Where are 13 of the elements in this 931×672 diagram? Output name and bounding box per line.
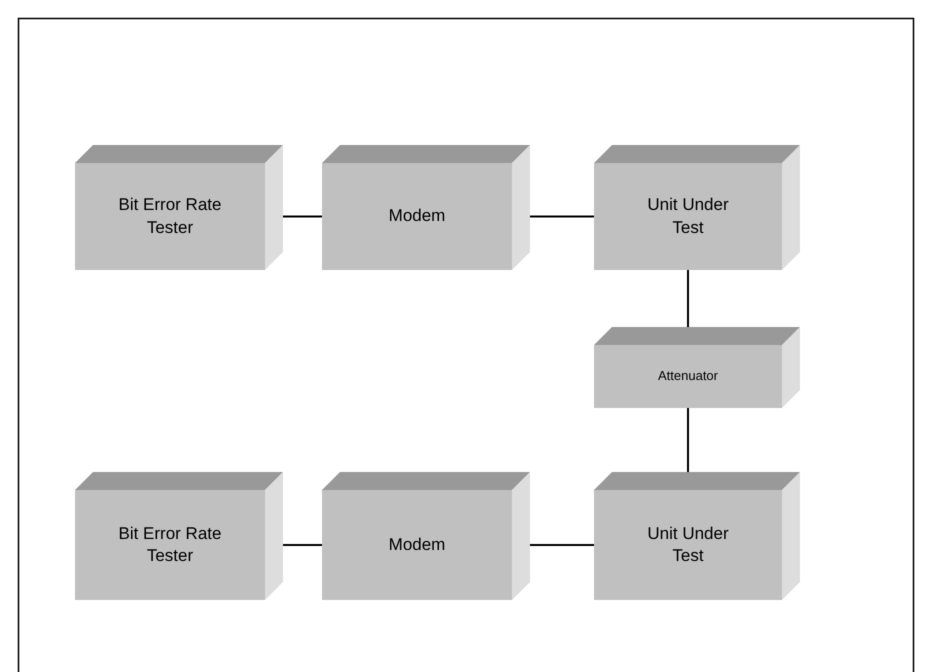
connector-line xyxy=(283,216,322,218)
block-label: Unit Under Test xyxy=(646,522,730,567)
block-label: Bit Error Rate Tester xyxy=(118,522,222,567)
block-label: Attenuator xyxy=(658,368,718,385)
block-label: Unit Under Test xyxy=(646,194,730,238)
connector-line xyxy=(283,544,322,546)
connector-line xyxy=(530,544,594,546)
connector-line xyxy=(530,216,594,218)
block-label: Modem xyxy=(388,534,446,556)
block-label: Modem xyxy=(388,205,446,228)
connector-line xyxy=(687,270,689,327)
connector-line xyxy=(687,408,689,472)
block-label: Bit Error Rate Tester xyxy=(118,194,222,238)
